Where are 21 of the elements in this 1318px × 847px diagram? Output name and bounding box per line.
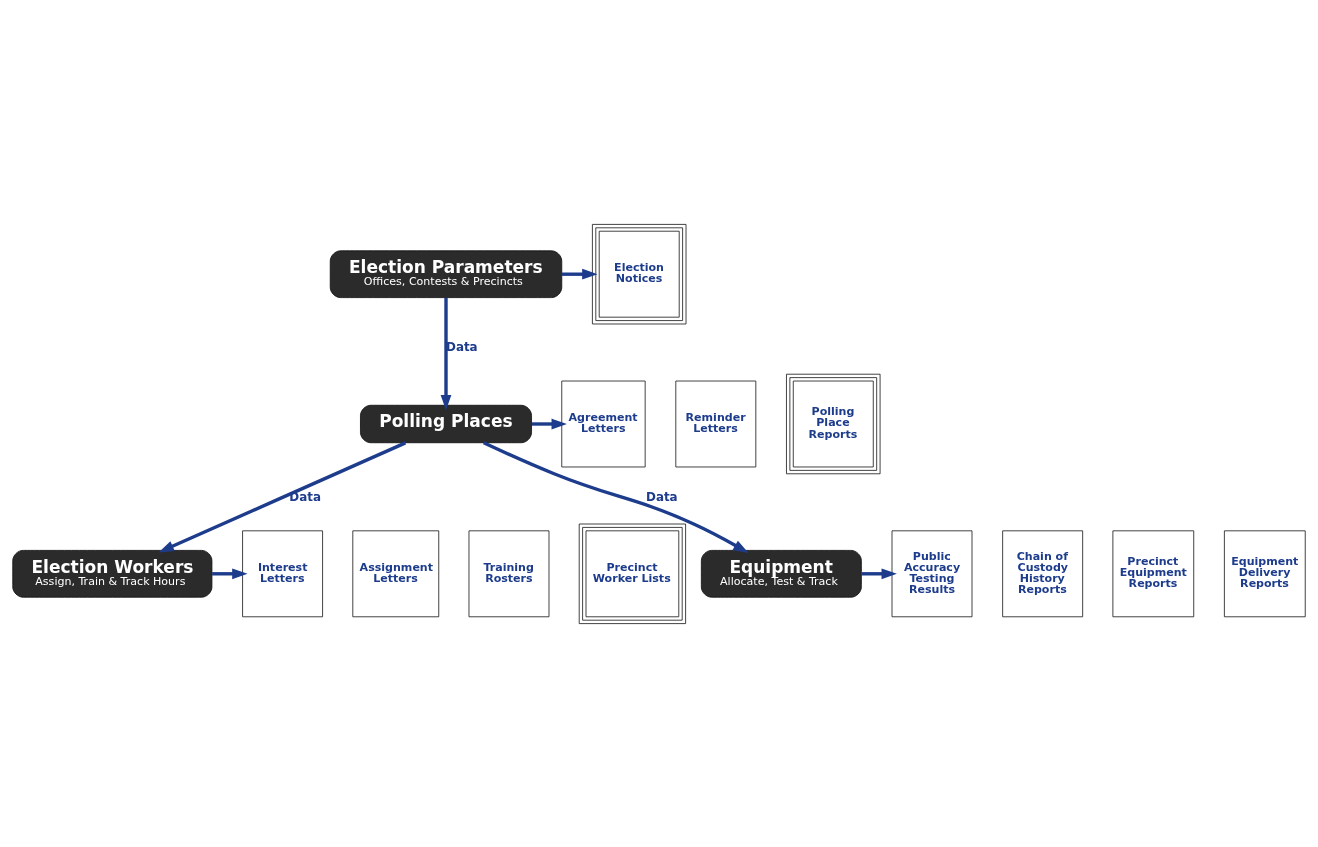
arrow: [158, 440, 407, 552]
node-box: Equipment Delivery Reports: [1223, 529, 1306, 617]
arrow: [861, 567, 897, 579]
node-box: Training Rosters: [468, 529, 550, 617]
node-box: Public Accuracy Testing Results: [891, 529, 973, 617]
arrow: [440, 297, 452, 410]
node-box: Reminder Letters: [675, 380, 757, 467]
node-box: Equipment Allocate, Test & Track: [700, 549, 862, 598]
arrow: [531, 418, 567, 429]
node-box: Agreement Letters: [561, 380, 646, 467]
arrow: [483, 440, 749, 553]
node-box: Chain of Custody History Reports: [1002, 529, 1084, 617]
node-box: Assignment Letters: [352, 529, 440, 617]
arrow: [212, 567, 248, 579]
node-box: Interest Letters: [242, 529, 323, 617]
node-box: Precinct Equipment Reports: [1112, 529, 1195, 617]
node-box: Polling Places: [360, 404, 532, 443]
node-box: Election Workers Assign, Train & Track Hours: [12, 549, 213, 598]
node-box: Election Parameters Offices, Contests & Precincts: [329, 249, 563, 298]
edge-label: Data: [646, 489, 678, 504]
arrow: [561, 268, 598, 280]
